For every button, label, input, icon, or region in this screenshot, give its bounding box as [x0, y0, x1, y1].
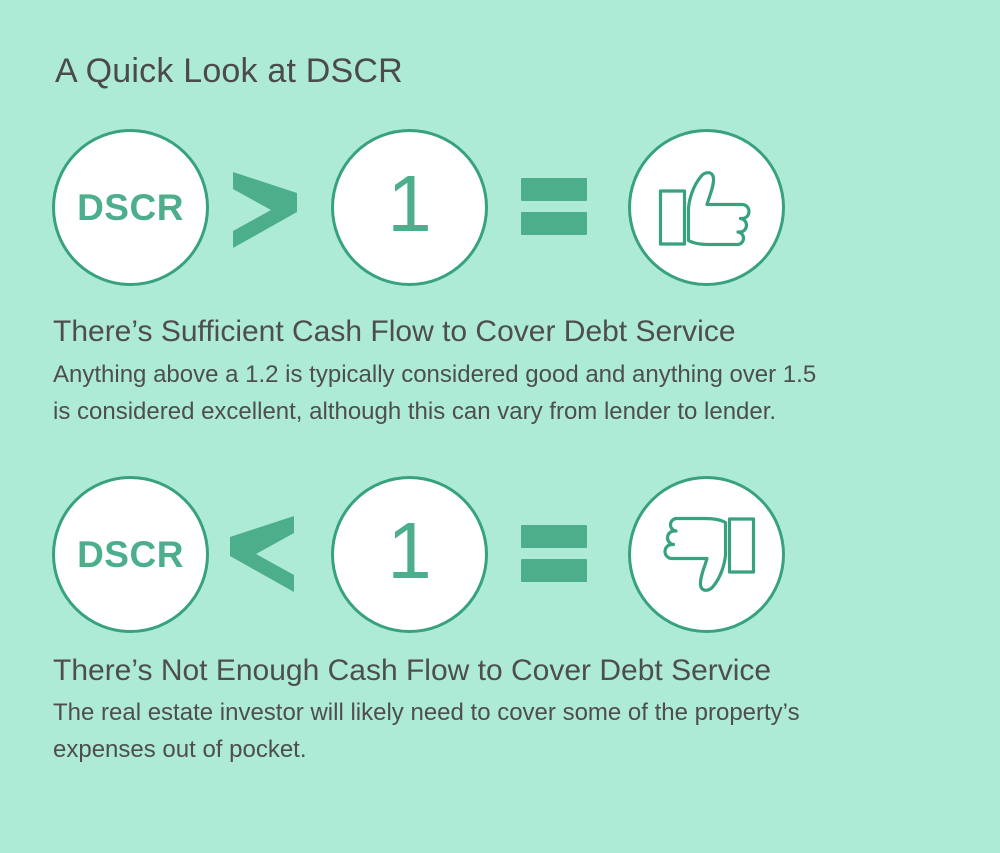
thumbs-down-circle [628, 476, 785, 633]
one-label: 1 [387, 505, 432, 595]
equals-icon-row2 [521, 525, 587, 582]
equals-bar-top [521, 178, 587, 201]
equals-bar-top [521, 525, 587, 548]
one-circle-row1: 1 [331, 129, 488, 286]
equals-bar-bottom [521, 559, 587, 582]
dscr-label: DSCR [77, 533, 184, 575]
dscr-circle-row1: DSCR [52, 129, 209, 286]
less-than-icon [230, 516, 294, 592]
thumbs-up-icon [658, 170, 751, 246]
thumbs-down-icon [662, 516, 755, 592]
row1-heading: There’s Sufficient Cash Flow to Cover De… [53, 315, 736, 348]
greater-than-icon [233, 172, 297, 248]
row2-heading: There’s Not Enough Cash Flow to Cover De… [53, 654, 772, 687]
thumbs-up-circle [628, 129, 785, 286]
equals-icon-row1 [521, 178, 587, 235]
row1-body: Anything above a 1.2 is typically consid… [53, 356, 816, 430]
equals-bar-bottom [521, 212, 587, 235]
row2-body: The real estate investor will likely nee… [53, 694, 800, 768]
one-label: 1 [387, 158, 432, 248]
row1-body-line1: Anything above a 1.2 is typically consid… [53, 361, 817, 388]
dscr-circle-row2: DSCR [52, 476, 209, 633]
row1-body-line2: is considered excellent, although this c… [53, 398, 777, 425]
row2-body-line2: expenses out of pocket. [53, 736, 307, 763]
one-circle-row2: 1 [331, 476, 488, 633]
dscr-label: DSCR [77, 186, 184, 228]
row2-body-line1: The real estate investor will likely nee… [53, 699, 800, 726]
page-title: A Quick Look at DSCR [55, 52, 403, 90]
